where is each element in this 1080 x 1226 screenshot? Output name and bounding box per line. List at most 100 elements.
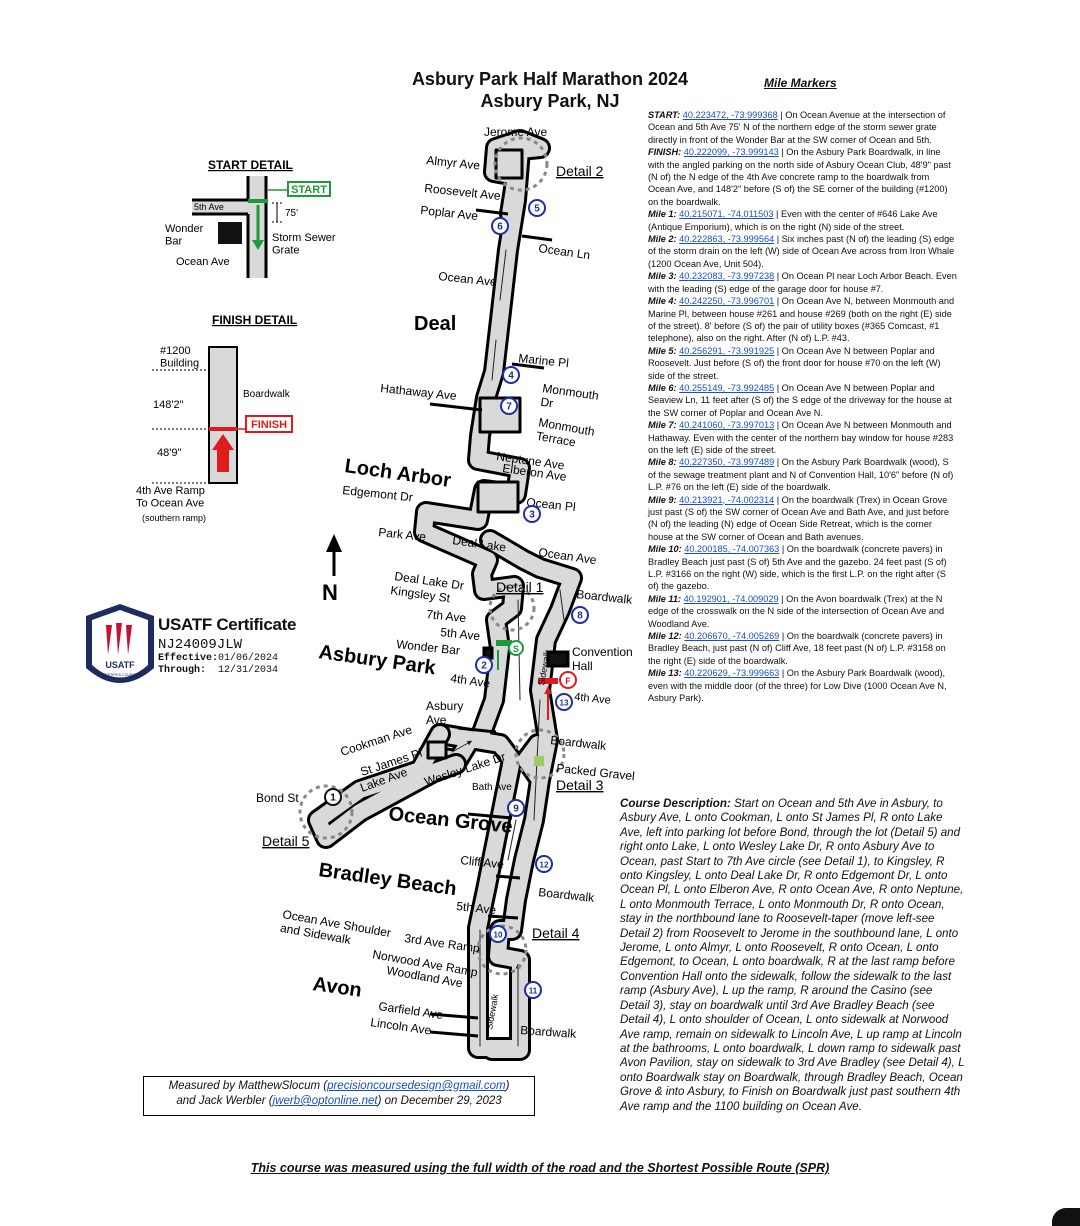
usatf-logo: USATF CERTIFIED COURSE bbox=[86, 604, 154, 683]
svg-text:N: N bbox=[322, 580, 338, 605]
mile-marker-entry: Mile 6: 40.255149, -73.992485 | On Ocean… bbox=[648, 382, 958, 419]
packed-gravel-marker bbox=[534, 756, 544, 766]
svg-text:Ocean Ave: Ocean Ave bbox=[438, 269, 498, 289]
mile-circle-label: 13 bbox=[560, 699, 569, 708]
mile-circle-label: 8 bbox=[577, 611, 583, 622]
svg-text:Bradley Beach: Bradley Beach bbox=[317, 859, 458, 900]
mile-circle bbox=[524, 981, 542, 999]
course-description-label: Course Description: bbox=[620, 797, 731, 810]
svg-text:Cliff Ave: Cliff Ave bbox=[460, 853, 505, 872]
coordinates-link[interactable]: 40.200185, -74.007363 bbox=[684, 544, 780, 555]
mile-circle-label: 9 bbox=[513, 804, 519, 815]
finish-marker: F bbox=[538, 671, 577, 720]
svg-text:75': 75' bbox=[285, 208, 298, 219]
mile-circle bbox=[507, 799, 525, 817]
mile-marker-label: Mile 10: bbox=[648, 544, 685, 555]
coordinates-link[interactable]: 40.255149, -73.992485 bbox=[679, 382, 775, 393]
svg-text:Boardwalk: Boardwalk bbox=[550, 733, 608, 753]
email-link-1[interactable]: precisioncoursedesign@gmail.com bbox=[327, 1080, 506, 1092]
mile-circle-label: 1 bbox=[330, 793, 336, 804]
mile-markers-list: START: 40.223472, -73.999368 | On Ocean … bbox=[648, 109, 958, 705]
course-description: Course Description: Start on Ocean and 5… bbox=[620, 797, 965, 1114]
coordinates-link[interactable]: 40.241060, -73.997013 bbox=[679, 420, 775, 431]
coordinates-link[interactable]: 40.213921, -74.002314 bbox=[679, 494, 775, 505]
mile-circle bbox=[324, 788, 342, 806]
coordinates-link[interactable]: 40.192901, -74.009029 bbox=[683, 593, 779, 604]
svg-text:5th Ave: 5th Ave bbox=[456, 899, 497, 917]
coordinates-link[interactable]: 40.256291, -73.991925 bbox=[679, 345, 775, 356]
mile-circle bbox=[535, 855, 553, 873]
svg-text:4th Ave: 4th Ave bbox=[450, 671, 492, 690]
mile-circle-label: 12 bbox=[540, 861, 549, 870]
svg-text:Hathaway Ave: Hathaway Ave bbox=[380, 381, 458, 403]
mile-marker-label: Mile 2: bbox=[648, 234, 680, 245]
mile-marker-text: | On Ocean Ave N between Monmouth and Ha… bbox=[648, 420, 954, 455]
mile-circle bbox=[523, 505, 541, 523]
svg-text:Edgemont Dr: Edgemont Dr bbox=[342, 483, 414, 504]
mile-marker-label: Mile 12: bbox=[648, 631, 685, 642]
svg-text:Bath Ave: Bath Ave bbox=[472, 782, 512, 793]
mile-marker-label: Mile 11: bbox=[648, 593, 684, 604]
certificate-through: Through: 12/31/2034 bbox=[158, 665, 279, 676]
measured-mid: ) bbox=[505, 1080, 510, 1092]
title-line-2: Asbury Park, NJ bbox=[480, 91, 620, 111]
coordinates-link[interactable]: 40.242250, -73.996701 bbox=[679, 296, 775, 307]
svg-text:Boardwalk: Boardwalk bbox=[520, 1023, 578, 1041]
mile-marker-text: | Even with the center of #646 Lake Ave … bbox=[648, 209, 938, 232]
certificate-title: USATF Certificate bbox=[158, 615, 297, 634]
mile-circle bbox=[489, 925, 507, 943]
detail-labels: Detail 1 Detail 2 Detail 3 Detail 4 Deta… bbox=[262, 163, 604, 941]
footer-note: This course was measured using the full … bbox=[250, 1161, 830, 1175]
mile-marker-label: Mile 5: bbox=[648, 345, 680, 356]
start-marker: S bbox=[496, 640, 524, 670]
detail-2-label: Detail 2 bbox=[556, 163, 604, 179]
mile-markers-heading: Mile Markers bbox=[764, 76, 837, 90]
detail-1-label: Detail 1 bbox=[496, 579, 544, 595]
mile-marker-label: Mile 9: bbox=[648, 494, 680, 505]
svg-text:FINISH: FINISH bbox=[251, 419, 287, 431]
mile-circle-label: 11 bbox=[529, 987, 538, 996]
svg-text:48'9": 48'9" bbox=[157, 447, 181, 459]
mile-marker-label: Mile 8: bbox=[648, 457, 680, 468]
coordinates-link[interactable]: 40.206670, -74.005269 bbox=[684, 631, 780, 642]
coordinates-link[interactable]: 40.227350, -73.997489 bbox=[679, 457, 775, 468]
mile-marker-text: | On the boardwalk (Trex) in Ocean Grove… bbox=[648, 494, 949, 542]
mile-circle bbox=[571, 606, 589, 624]
svg-text:START DETAIL: START DETAIL bbox=[208, 158, 293, 172]
mile-marker-label: Mile 13: bbox=[648, 668, 685, 679]
course-description-text: Start on Ocean and 5th Ave in Asbury, to… bbox=[620, 797, 965, 1113]
mile-marker-text: | Six inches past (N of) the leading (S)… bbox=[648, 234, 955, 269]
svg-text:FINISH DETAIL: FINISH DETAIL bbox=[212, 313, 297, 327]
coordinates-link[interactable]: 40.232083, -73.997238 bbox=[679, 271, 775, 282]
mile-circle bbox=[502, 366, 520, 384]
coordinates-link[interactable]: 40.223472, -73.999368 bbox=[682, 110, 778, 120]
mile-circle bbox=[491, 217, 509, 235]
cross-streets bbox=[429, 208, 570, 1038]
certificate-number: NJ24009JLW bbox=[158, 637, 243, 653]
mile-marker-label: Mile 1: bbox=[648, 209, 680, 220]
svg-text:Boardwalk: Boardwalk bbox=[243, 389, 291, 400]
svg-text:148'2": 148'2" bbox=[153, 399, 184, 411]
svg-text:5th Ave: 5th Ave bbox=[440, 625, 481, 643]
email-link-2[interactable]: jwerb@optonline.net bbox=[272, 1095, 378, 1107]
mile-marker-entry: Mile 11: 40.192901, -74.009029 | On the … bbox=[648, 593, 958, 630]
mile-circle-label: 3 bbox=[529, 510, 535, 521]
mile-marker-text: | On the Asbury Park Boardwalk (wood), S… bbox=[648, 457, 954, 493]
mile-marker-label: Mile 6: bbox=[648, 382, 680, 393]
certificate-effective: Effective:01/06/2024 bbox=[158, 653, 279, 664]
coordinates-link[interactable]: 40.215071, -74.011503 bbox=[679, 209, 774, 220]
mile-marker-entry: Mile 4: 40.242250, -73.996701 | On Ocean… bbox=[648, 295, 958, 345]
svg-text:5th Ave: 5th Ave bbox=[194, 202, 224, 212]
mile-marker-entry: Mile 13: 40.220629, -73.999663 | On the … bbox=[648, 667, 958, 704]
svg-text:7th Ave: 7th Ave bbox=[426, 607, 467, 625]
coordinates-link[interactable]: 40.220629, -73.999663 bbox=[684, 668, 780, 679]
mile-circle bbox=[555, 693, 573, 711]
measured-by-text: Measured by MatthewSlocum ( bbox=[168, 1080, 328, 1092]
coordinates-link[interactable]: 40.222099, -73.999143 bbox=[683, 147, 779, 158]
coordinates-link[interactable]: 40.222863, -73.999564 bbox=[679, 234, 775, 245]
monmouth-terrace-label: MonmouthTerrace bbox=[535, 415, 596, 452]
